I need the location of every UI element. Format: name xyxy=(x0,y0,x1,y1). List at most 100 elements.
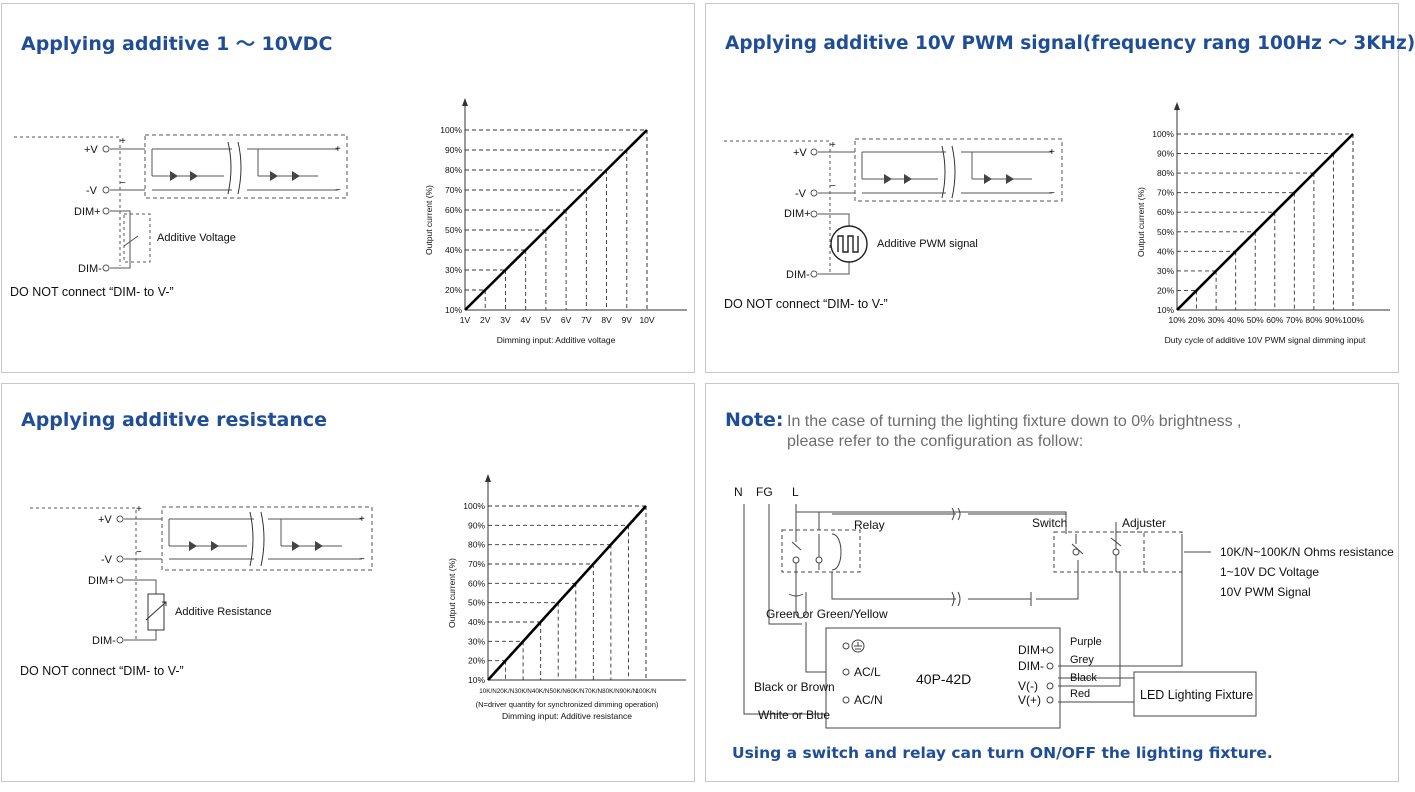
note-label: Note: xyxy=(725,409,784,431)
x-tick-label: 60K/N xyxy=(567,688,585,695)
panel-pwm-signal: Applying additive 10V PWM signal(frequen… xyxy=(705,3,1415,373)
y-tick-label: 90% xyxy=(1157,149,1174,159)
y-tick-label: 10% xyxy=(445,305,462,315)
y-tick-label: 10% xyxy=(468,675,485,685)
y-tick-label: 40% xyxy=(445,245,462,255)
y-axis-label: Output current (%) xyxy=(447,558,457,628)
x-tick-label: 9V xyxy=(622,315,633,325)
label-source: Additive PWM signal xyxy=(877,238,978,250)
series-line xyxy=(464,129,648,311)
label-minus-load: − xyxy=(335,185,341,196)
label-adjuster: Adjuster xyxy=(1122,516,1166,530)
label-dimplus: DIM+ xyxy=(784,208,811,220)
panel-title: Applying additive resistance xyxy=(21,409,328,431)
panel-note-relay: Note: In the case of turning the lightin… xyxy=(705,383,1399,782)
x-tick-label: 30K/N xyxy=(514,688,532,695)
y-tick-label: 70% xyxy=(1157,188,1174,198)
y-axis-label: Output current (%) xyxy=(1136,187,1146,257)
label-source: Additive Resistance xyxy=(175,606,272,618)
label-red: Red xyxy=(1070,688,1090,700)
y-tick-label: 50% xyxy=(445,225,462,235)
y-tick-label: 100% xyxy=(440,125,462,135)
label-l: L xyxy=(792,485,799,499)
chart-pwm-duty: 10%10%20%20%30%30%40%40%50%50%60%60%70%7… xyxy=(1136,102,1390,345)
series-line xyxy=(487,505,647,681)
x-tick-label: 100% xyxy=(1342,315,1364,325)
label-vminus: -V xyxy=(795,188,807,200)
label-dimm: DIM- xyxy=(1018,659,1044,673)
y-tick-label: 90% xyxy=(468,520,485,530)
warning-text: DO NOT connect “DIM- to V-” xyxy=(724,297,888,311)
x-tick-label: 10K/N xyxy=(479,688,497,695)
driver-model: 40P-42D xyxy=(916,671,971,687)
label-grey: Grey xyxy=(1070,654,1094,666)
x-tick-label: 50K/N xyxy=(549,688,567,695)
x-tick-label: 80K/N xyxy=(602,688,620,695)
label-green: Green or Green/Yellow xyxy=(766,607,888,621)
label-white-blue: White or Blue xyxy=(758,708,830,722)
y-tick-label: 100% xyxy=(1152,129,1174,139)
x-tick-label: 1V xyxy=(460,315,471,325)
x-tick-label: 8V xyxy=(601,315,612,325)
label-vplus: +V xyxy=(793,147,807,159)
label-dimp: DIM+ xyxy=(1018,643,1047,657)
x-tick-label: 80% xyxy=(1305,315,1322,325)
wiring-diagram-voltage: +V -V DIM+ DIM- + − + − Additive Voltage… xyxy=(10,134,348,299)
note-line-2: please refer to the configuration as fol… xyxy=(787,433,1084,450)
panel-title: Applying additive 10V PWM signal(frequen… xyxy=(725,33,1415,54)
label-vminus: -V xyxy=(101,554,113,566)
x-axis-note: (N=driver quantity for synchronized dimm… xyxy=(476,700,659,709)
y-axis-arrow xyxy=(485,474,491,482)
label-n: N xyxy=(734,485,743,499)
label-purple: Purple xyxy=(1070,636,1102,648)
label-vminus: -V xyxy=(86,185,98,197)
earth-icon xyxy=(854,642,862,650)
panel-additive-resistance: Applying additive resistance +V -V DIM+ xyxy=(1,383,695,782)
label-dimminus: DIM- xyxy=(786,269,810,281)
label-relay: Relay xyxy=(854,518,885,532)
y-tick-label: 80% xyxy=(468,540,485,550)
chart-additive-voltage: 10%1V20%2V30%3V40%4V50%5V60%6V70%7V80%8V… xyxy=(424,98,687,345)
panel-additive-voltage: Applying additive 1 ～ 10VDC +V -V DIM+ D xyxy=(1,3,695,373)
x-tick-label: 70K/N xyxy=(585,688,603,695)
panel-title: Applying additive 1 ～ 10VDC xyxy=(21,33,333,55)
label-acl: AC/L xyxy=(854,665,881,679)
y-tick-label: 30% xyxy=(445,265,462,275)
adjuster-option-2: 1~10V DC Voltage xyxy=(1220,565,1319,579)
label-acn: AC/N xyxy=(854,693,883,707)
label-plus: + xyxy=(830,140,836,151)
x-tick-label: 4V xyxy=(520,315,531,325)
y-tick-label: 40% xyxy=(1157,246,1174,256)
y-tick-label: 50% xyxy=(468,598,485,608)
y-tick-label: 40% xyxy=(468,617,485,627)
label-minus: − xyxy=(136,547,142,558)
x-tick-label: 5V xyxy=(541,315,552,325)
chart-additive-resistance: 10%10K/N20%20K/N30%30K/N40%40K/N50%50K/N… xyxy=(447,474,686,721)
x-tick-label: 10V xyxy=(639,315,654,325)
label-minus: − xyxy=(120,178,126,189)
label-dimplus: DIM+ xyxy=(74,206,101,218)
relay-wiring-diagram: N FG L Relay Switch Adjuster 10K/N~100K/… xyxy=(734,485,1394,729)
x-tick-label: 60% xyxy=(1266,315,1283,325)
x-axis-label: Dimming input: Additive resistance xyxy=(502,711,632,721)
led-icons xyxy=(170,171,300,181)
label-black: Black xyxy=(1070,672,1097,684)
y-tick-label: 100% xyxy=(463,501,485,511)
x-tick-label: 100K/N xyxy=(635,688,656,695)
label-dimminus: DIM- xyxy=(92,635,116,647)
label-plus: + xyxy=(136,504,142,515)
x-tick-label: 20% xyxy=(1188,315,1205,325)
y-tick-label: 20% xyxy=(445,285,462,295)
y-tick-label: 70% xyxy=(445,185,462,195)
label-plus-load: + xyxy=(335,144,341,155)
y-tick-label: 20% xyxy=(1157,285,1174,295)
footer-note: Using a switch and relay can turn ON/OFF… xyxy=(732,744,1273,762)
x-tick-label: 30% xyxy=(1208,315,1225,325)
x-tick-label: 7V xyxy=(581,315,592,325)
label-plus-load: + xyxy=(359,514,365,525)
y-tick-label: 10% xyxy=(1157,305,1174,315)
y-tick-label: 60% xyxy=(445,205,462,215)
note-line-1: In the case of turning the lighting fixt… xyxy=(787,413,1242,430)
label-minus-load: − xyxy=(1049,188,1055,199)
led-icons xyxy=(884,174,1014,184)
